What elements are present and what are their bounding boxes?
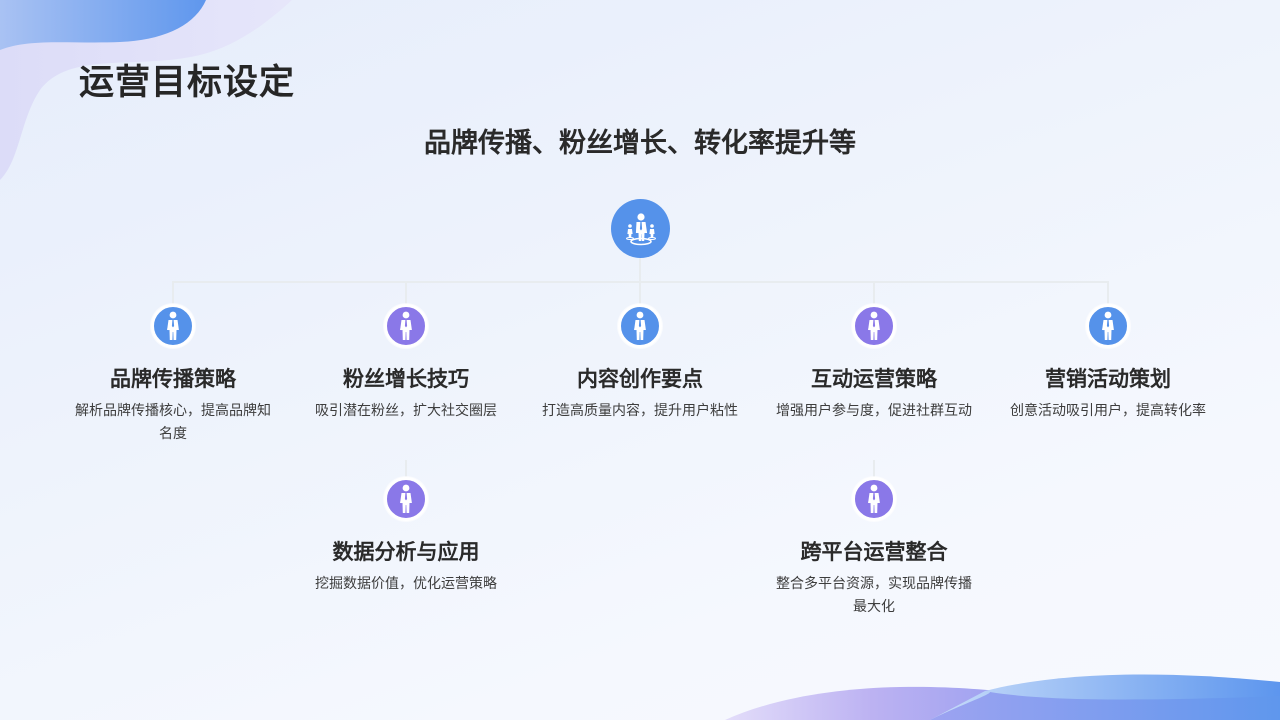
page-subtitle: 品牌传播、粉丝增长、转化率提升等 [424, 128, 856, 159]
node-icon-circle [852, 304, 896, 348]
connector-sub-1 [405, 460, 407, 480]
node-title: 营销活动策划 [1045, 367, 1171, 391]
node-icon-circle [151, 304, 195, 348]
person-icon [868, 311, 880, 340]
bottom-right-wave-decoration [700, 660, 1280, 720]
connector-drop-2 [405, 281, 407, 307]
node-title: 跨平台运营整合 [800, 540, 948, 564]
node-description: 打造高质量内容，提升用户粘性 [542, 403, 738, 419]
node-icon-circle [618, 304, 662, 348]
connector-root-down [639, 258, 641, 283]
node-icon-circle [384, 477, 428, 521]
node-description: 吸引潜在粉丝，扩大社交圈层 [315, 403, 497, 419]
node-icon-circle [852, 477, 896, 521]
node-cross-platform: 跨平台运营整合 整合多平台资源，实现品牌传播最大化 [764, 477, 984, 619]
node-description: 解析品牌传播核心，提高品牌知名度 [75, 403, 271, 442]
person-icon [400, 484, 412, 513]
node-title: 品牌传播策略 [110, 367, 236, 391]
root-node-icon [611, 199, 670, 258]
node-title: 数据分析与应用 [332, 540, 480, 564]
person-icon [634, 311, 646, 340]
connector-drop-4 [873, 281, 875, 307]
node-fan-growth: 粉丝增长技巧 吸引潜在粉丝，扩大社交圈层 [296, 304, 516, 423]
node-description: 挖掘数据价值，优化运营策略 [315, 576, 497, 592]
connector-drop-5 [1107, 281, 1109, 307]
person-icon [1102, 311, 1114, 340]
node-description: 增强用户参与度，促进社群互动 [776, 403, 972, 419]
node-description: 整合多平台资源，实现品牌传播最大化 [776, 576, 972, 615]
connector-sub-2 [873, 460, 875, 480]
node-icon-circle [384, 304, 428, 348]
node-description: 创意活动吸引用户，提高转化率 [1010, 403, 1206, 419]
node-title: 粉丝增长技巧 [343, 367, 469, 391]
person-icon [167, 311, 179, 340]
node-data-analysis: 数据分析与应用 挖掘数据价值，优化运营策略 [296, 477, 516, 596]
person-icon [868, 484, 880, 513]
node-icon-circle [1086, 304, 1130, 348]
node-title: 内容创作要点 [577, 367, 703, 391]
person-icon [400, 311, 412, 340]
connector-drop-1 [172, 281, 174, 307]
connector-drop-3 [639, 281, 641, 307]
node-marketing-campaign: 营销活动策划 创意活动吸引用户，提高转化率 [998, 304, 1218, 423]
node-brand-strategy: 品牌传播策略 解析品牌传播核心，提高品牌知名度 [63, 304, 283, 446]
node-interaction-strategy: 互动运营策略 增强用户参与度，促进社群互动 [764, 304, 984, 423]
group-people-icon [625, 212, 656, 245]
node-title: 互动运营策略 [811, 367, 937, 391]
page-title: 运营目标设定 [79, 63, 296, 103]
node-content-creation: 内容创作要点 打造高质量内容，提升用户粘性 [530, 304, 750, 423]
